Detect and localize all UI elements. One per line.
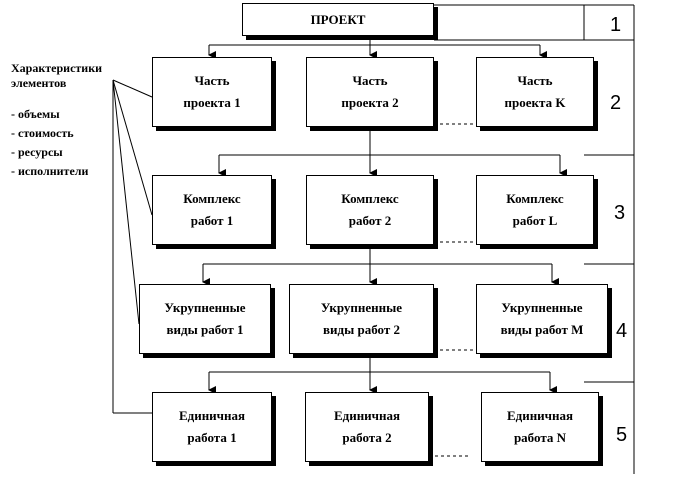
- project-part-box: Часть проекта 1: [152, 57, 272, 127]
- unit-work-box: Единичная работа 2: [305, 392, 429, 462]
- characteristics-title-text: Характеристики элементов: [11, 61, 103, 90]
- aggregated-work-label: Укрупненные виды работ 1: [164, 300, 246, 337]
- unit-work-box: Единичная работа N: [481, 392, 599, 462]
- project-part-label: Часть проекта K: [504, 73, 566, 110]
- characteristics-list: - объемы - стоимость - ресурсы - исполни…: [11, 105, 88, 181]
- aggregated-work-box: Укрупненные виды работ 1: [139, 284, 271, 354]
- level-number: 3: [614, 202, 626, 224]
- work-complex-box: Комплекс работ L: [476, 175, 594, 245]
- unit-work-box: Единичная работа 1: [152, 392, 272, 462]
- project-root-label: ПРОЕКТ: [310, 11, 366, 27]
- aggregated-work-label: Укрупненные виды работ M: [500, 300, 584, 337]
- aggregated-work-box: Укрупненные виды работ M: [476, 284, 608, 354]
- level-number: 2: [610, 92, 622, 114]
- project-part-label: Часть проекта 1: [183, 73, 241, 110]
- work-complex-label: Комплекс работ L: [506, 191, 564, 228]
- work-complex-label: Комплекс работ 2: [341, 191, 399, 228]
- project-root-box: ПРОЕКТ: [242, 3, 434, 36]
- project-part-box: Часть проекта 2: [306, 57, 434, 127]
- characteristics-title: Характеристики элементов: [11, 61, 151, 91]
- unit-work-label: Единичная работа 1: [178, 408, 246, 445]
- work-complex-box: Комплекс работ 2: [306, 175, 434, 245]
- level-number: 1: [610, 14, 622, 36]
- characteristic-item: - стоимость: [11, 126, 74, 140]
- characteristic-item: - объемы: [11, 107, 60, 121]
- project-part-label: Часть проекта 2: [341, 73, 399, 110]
- work-complex-box: Комплекс работ 1: [152, 175, 272, 245]
- project-part-box: Часть проекта K: [476, 57, 594, 127]
- level-number: 4: [616, 320, 628, 342]
- unit-work-label: Единичная работа N: [506, 408, 574, 445]
- aggregated-work-box: Укрупненные виды работ 2: [289, 284, 434, 354]
- level-number: 5: [616, 424, 628, 446]
- characteristic-item: - исполнители: [11, 164, 89, 178]
- work-complex-label: Комплекс работ 1: [183, 191, 241, 228]
- characteristic-item: - ресурсы: [11, 145, 63, 159]
- aggregated-work-label: Укрупненные виды работ 2: [320, 300, 403, 337]
- unit-work-label: Единичная работа 2: [333, 408, 401, 445]
